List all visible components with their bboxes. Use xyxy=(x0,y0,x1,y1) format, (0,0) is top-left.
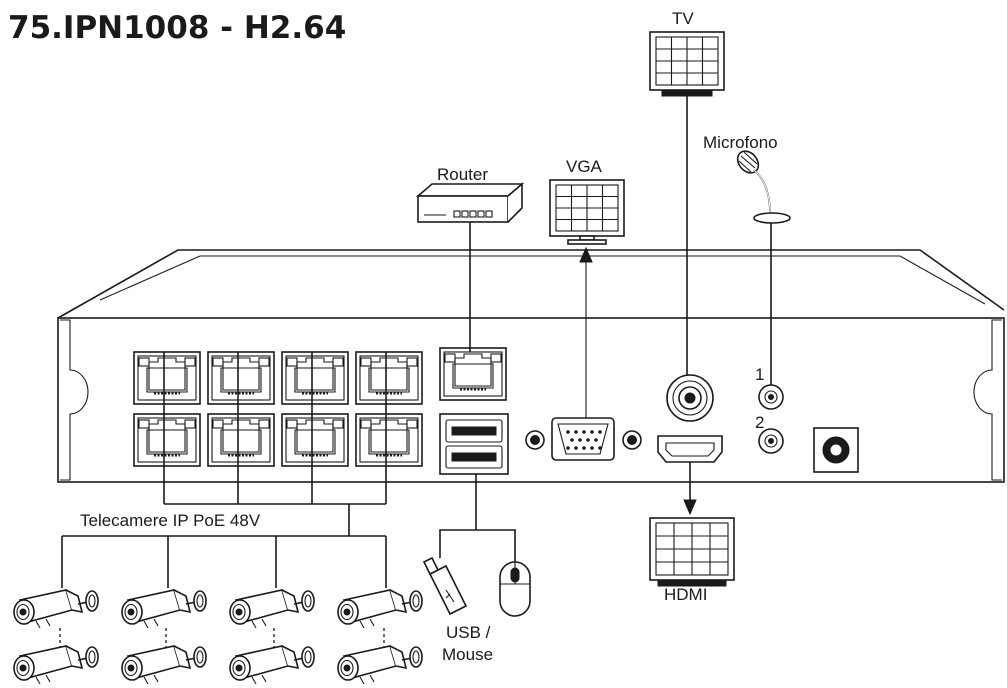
usb-stick-icon xyxy=(422,556,468,616)
camera-icon xyxy=(229,645,315,685)
camera-group xyxy=(13,589,423,685)
camera-icon xyxy=(13,645,99,685)
camera-icon xyxy=(121,589,207,629)
bnc-port[interactable] xyxy=(666,374,714,422)
microphone-label: Microfono xyxy=(703,133,778,152)
hdmi-port[interactable] xyxy=(657,435,723,463)
page-title: 75.IPN1008 - H2.64 xyxy=(8,10,346,46)
poe-port[interactable] xyxy=(354,350,424,406)
camera-icon xyxy=(229,589,315,629)
router-label: Router xyxy=(437,165,488,184)
router-device xyxy=(415,182,525,223)
vga-monitor-frame xyxy=(549,179,625,245)
mouse-label: Mouse xyxy=(442,645,493,664)
poe-port[interactable] xyxy=(132,412,202,468)
hdmi-label: HDMI xyxy=(664,585,707,604)
tv-label: TV xyxy=(672,9,694,28)
vga-label: VGA xyxy=(566,157,603,176)
mouse-icon xyxy=(499,561,531,617)
camera-icon xyxy=(337,645,423,685)
camera-icon xyxy=(121,645,207,685)
usb-label: USB / xyxy=(446,623,491,642)
audio-port-1-label: 1 xyxy=(755,365,764,384)
poe-port[interactable] xyxy=(206,412,276,468)
camera-icon xyxy=(337,589,423,629)
audio-port-2-label: 2 xyxy=(755,413,764,432)
poe-port[interactable] xyxy=(206,350,276,406)
microphone-device xyxy=(736,150,791,224)
camera-icon xyxy=(13,589,99,629)
lan-port[interactable] xyxy=(438,346,508,402)
power-jack[interactable] xyxy=(813,427,859,473)
poe-port[interactable] xyxy=(280,350,350,406)
poe-port[interactable] xyxy=(280,412,350,468)
cable-lines xyxy=(59,96,772,648)
usb-ports[interactable] xyxy=(439,413,509,475)
poe-port[interactable] xyxy=(132,350,202,406)
vga-port[interactable] xyxy=(525,417,642,461)
poe-port[interactable] xyxy=(354,412,424,468)
hdmi-monitor xyxy=(649,517,735,587)
audio-ports[interactable]: 1 2 xyxy=(755,365,784,454)
tv-monitor xyxy=(649,31,725,97)
cameras-label: Telecamere IP PoE 48V xyxy=(80,511,261,530)
